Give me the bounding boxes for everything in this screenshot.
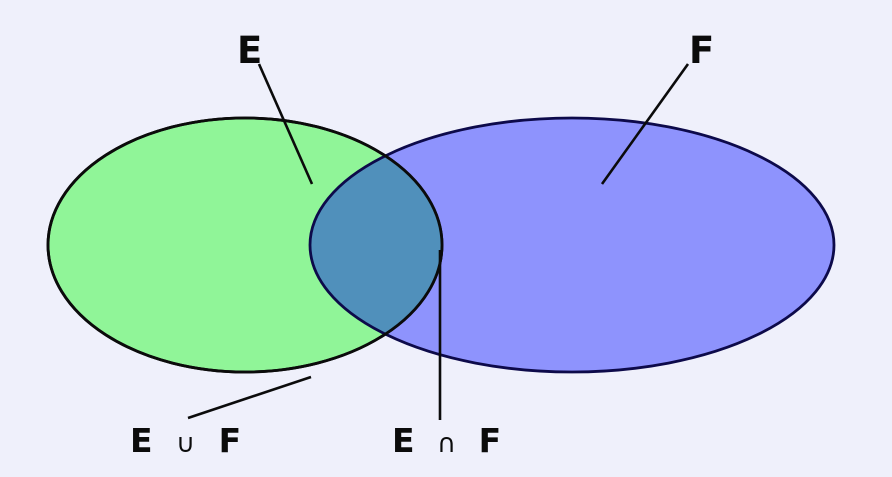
intersection-label: E ∩ F bbox=[392, 421, 502, 460]
set-e-label: E bbox=[237, 29, 262, 72]
union-label: E ∪ F bbox=[130, 421, 242, 460]
union-label-left: E bbox=[130, 421, 154, 460]
intersection-symbol-icon: ∩ bbox=[437, 429, 457, 459]
union-leader-line bbox=[187, 375, 312, 420]
set-e-outline bbox=[46, 116, 444, 374]
intersection-label-left: E bbox=[392, 421, 416, 460]
intersection-label-right: F bbox=[479, 421, 503, 460]
set-f-label: F bbox=[689, 29, 714, 72]
union-symbol-icon: ∪ bbox=[176, 429, 196, 459]
set-e-leader-line bbox=[257, 63, 314, 185]
union-label-right: F bbox=[219, 421, 243, 460]
set-f-leader-line bbox=[600, 63, 690, 185]
